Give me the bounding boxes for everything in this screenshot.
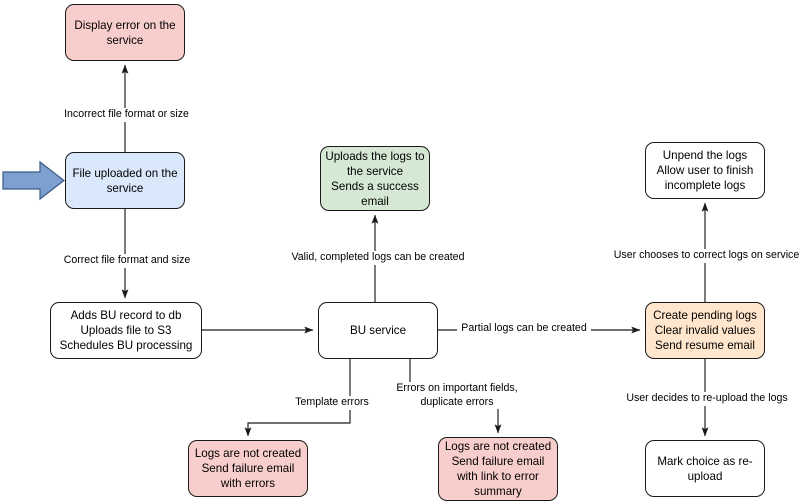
edge-label-errors-on-important-fields: Errors on important fields, duplicate er… — [390, 382, 524, 409]
node-display-error[interactable]: Display error on the service — [65, 4, 185, 61]
node-adds-bu-record[interactable]: Adds BU record to db Uploads file to S3 … — [50, 302, 202, 359]
node-file-uploaded-label: File uploaded on the service — [72, 166, 178, 195]
node-uploads-logs-success[interactable]: Uploads the logs to the service Sends a … — [320, 146, 430, 211]
node-create-pending-logs[interactable]: Create pending logs Clear invalid values… — [645, 302, 765, 359]
node-logs-not-created-template-errors[interactable]: Logs are not created Send failure email … — [188, 440, 308, 497]
node-mark-choice-as-reupload-label: Mark choice as re- upload — [657, 454, 753, 483]
edge-label-user-decides-to-reupload: User decides to re-upload the logs — [620, 392, 794, 406]
node-create-pending-logs-label: Create pending logs Clear invalid values… — [653, 309, 757, 352]
node-logs-not-created-error-summary-label: Logs are not created Send failure email … — [444, 440, 552, 498]
node-logs-not-created-error-summary[interactable]: Logs are not created Send failure email … — [438, 437, 558, 501]
node-uploads-logs-success-label: Uploads the logs to the service Sends a … — [325, 149, 425, 208]
node-unpend-the-logs[interactable]: Unpend the logs Allow user to finish inc… — [645, 142, 765, 199]
node-mark-choice-as-reupload[interactable]: Mark choice as re- upload — [645, 440, 765, 497]
node-bu-service[interactable]: BU service — [318, 302, 438, 359]
edge-label-template-errors: Template errors — [290, 396, 374, 410]
node-file-uploaded-on-the-service[interactable]: File uploaded on the service — [65, 152, 185, 209]
edge-label-incorrect-file-format: Incorrect file format or size — [57, 108, 196, 122]
node-logs-not-created-template-errors-label: Logs are not created Send failure email … — [194, 447, 302, 490]
node-unpend-the-logs-label: Unpend the logs Allow user to finish inc… — [656, 149, 754, 192]
edge-label-correct-file-format: Correct file format and size — [57, 254, 197, 268]
edge-label-valid-completed-logs: Valid, completed logs can be created — [285, 251, 471, 265]
node-adds-bu-record-label: Adds BU record to db Uploads file to S3 … — [59, 309, 193, 352]
entry-block-arrow-icon — [2, 160, 65, 201]
edge-label-user-chooses-to-correct-logs: User chooses to correct logs on service — [608, 249, 801, 263]
node-display-error-label: Display error on the service — [74, 18, 176, 47]
node-bu-service-label: BU service — [349, 324, 407, 337]
edge-label-partial-logs-can-be-created: Partial logs can be created — [457, 322, 591, 336]
